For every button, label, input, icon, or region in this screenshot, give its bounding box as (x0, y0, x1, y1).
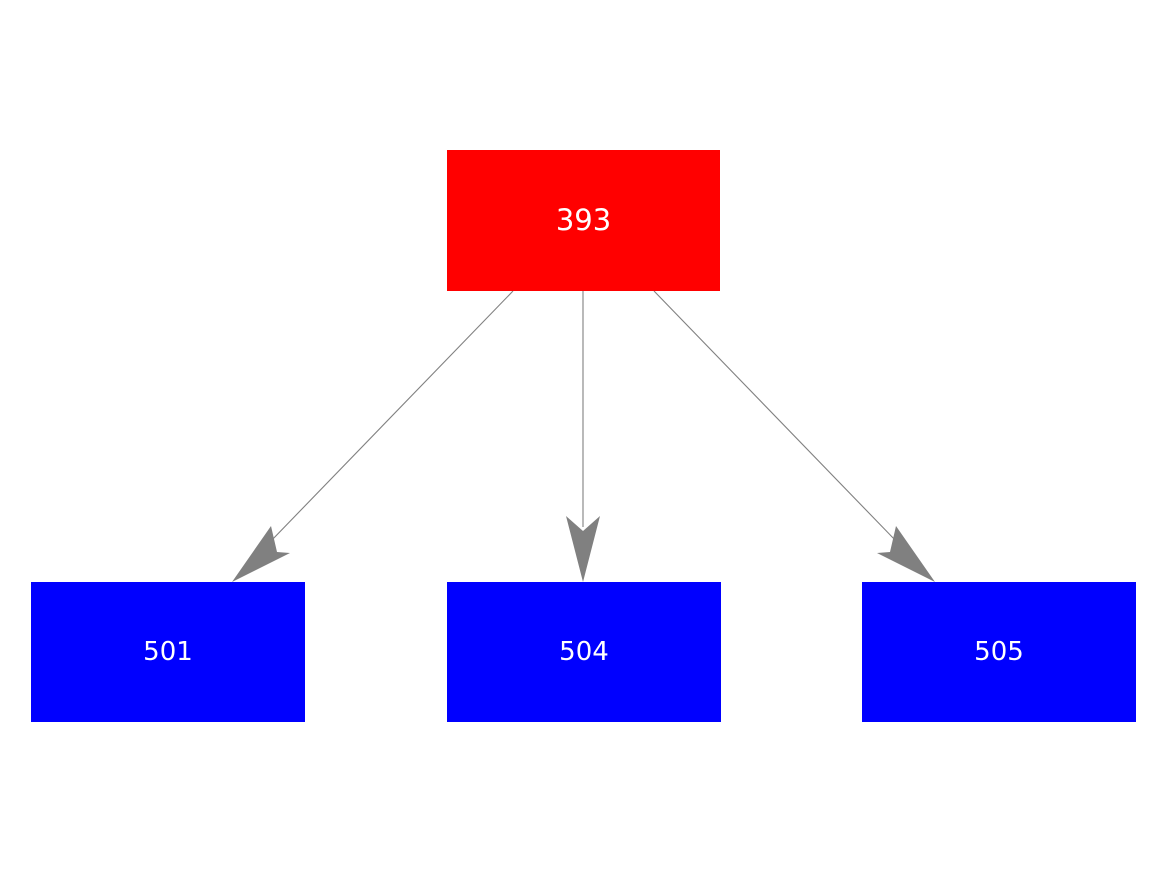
node-label-505: 505 (974, 637, 1024, 667)
node-label-504: 504 (559, 637, 609, 667)
edge-line-root-to-505 (653, 290, 898, 543)
node-504[interactable]: 504 (447, 582, 721, 722)
arrowhead-root-to-505 (877, 526, 935, 582)
node-393[interactable]: 393 (447, 150, 720, 291)
edge-root-to-501 (232, 290, 514, 582)
edge-line-root-to-501 (269, 290, 514, 543)
node-label-393: 393 (555, 203, 612, 237)
node-505[interactable]: 505 (862, 582, 1136, 722)
arrowhead-root-to-504 (566, 516, 600, 582)
edge-root-to-504 (566, 291, 600, 582)
node-501[interactable]: 501 (31, 582, 305, 722)
node-label-501: 501 (143, 637, 193, 667)
arrowhead-root-to-501 (232, 526, 290, 582)
edge-root-to-505 (653, 290, 935, 582)
